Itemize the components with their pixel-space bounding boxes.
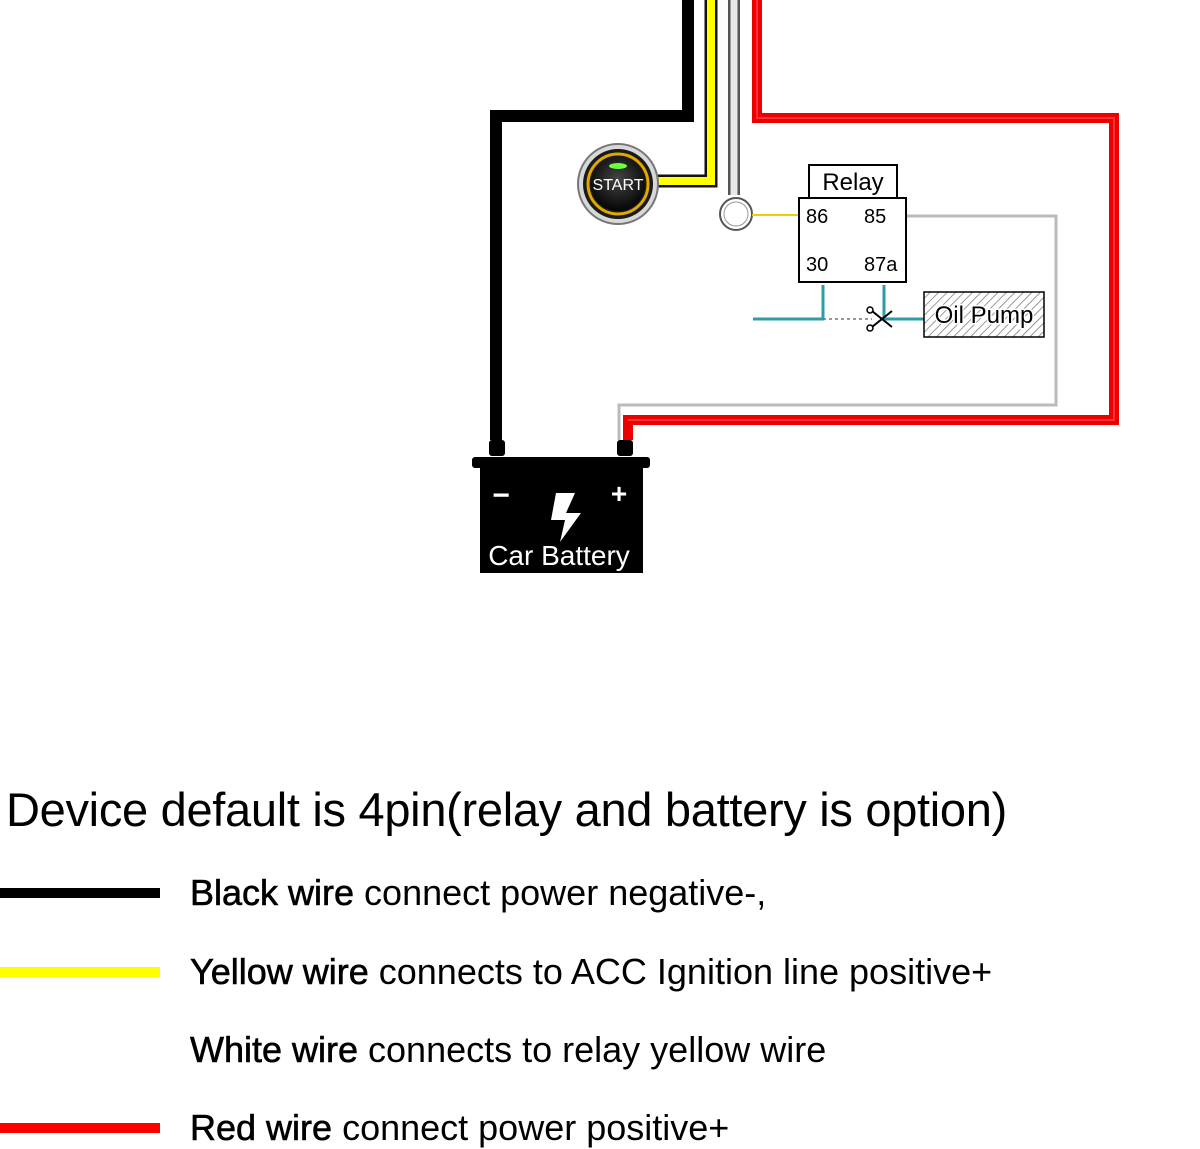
relay-pin-86: 86: [806, 206, 828, 228]
legend-swatch-white: [0, 1045, 160, 1055]
yellow-wire: [656, 0, 718, 188]
legend-wire-name: Black wire: [190, 872, 355, 914]
relay-pin-87a: 87a: [864, 254, 898, 276]
relay-title: Relay: [822, 169, 883, 196]
car-battery: − + Car Battery: [472, 440, 650, 573]
legend-description: connect power positive+: [332, 1107, 730, 1148]
legend-row-red: Red wire connect power positive+: [0, 1107, 1200, 1149]
legend-description: connect power negative-,: [354, 872, 767, 913]
legend-row-black: Black wire connect power negative-,: [0, 872, 1200, 914]
relay-pin-85: 85: [864, 206, 886, 228]
legend-text-yellow: Yellow wire connects to ACC Ignition lin…: [190, 951, 992, 993]
battery-positive-terminal: +: [611, 478, 627, 509]
legend-row-white: White wire connects to relay yellow wire: [0, 1029, 1200, 1071]
legend-swatch-yellow: [0, 967, 160, 977]
red-wire: [623, 0, 1119, 440]
black-wire: [490, 0, 694, 440]
legend-description: connects to ACC Ignition line positive+: [368, 951, 993, 992]
battery-negative-terminal: −: [492, 479, 510, 512]
legend-row-yellow: Yellow wire connects to ACC Ignition lin…: [0, 951, 1200, 993]
scissors-icon: [866, 306, 893, 332]
relay: Relay 86 85 30 87a: [798, 164, 907, 283]
start-button-icon: START: [577, 143, 659, 225]
legend-text-red: Red wire connect power positive+: [190, 1107, 730, 1149]
legend-description: connects to relay yellow wire: [358, 1029, 827, 1070]
ring-terminal-icon: [719, 197, 753, 231]
legend-swatch-black: [0, 888, 160, 898]
legend-wire-name: Red wire: [190, 1107, 333, 1149]
page-heading: Device default is 4pin(relay and battery…: [6, 783, 1007, 836]
battery-label: Car Battery: [488, 540, 630, 571]
legend-text-white: White wire connects to relay yellow wire: [190, 1029, 827, 1071]
wiring-diagram: START Relay 86 85 30 87a Oil Pump − + C: [472, 0, 1119, 573]
legend-wire-name: Yellow wire: [190, 951, 369, 993]
legend-text-black: Black wire connect power negative-,: [190, 872, 767, 914]
legend-swatch-red: [0, 1123, 160, 1133]
relay-85-return-wire: [617, 214, 1058, 440]
oil-pump-wiring: [753, 285, 924, 321]
relay-pin-30: 30: [806, 254, 828, 276]
oil-pump: Oil Pump: [923, 291, 1045, 338]
start-button-label: START: [593, 177, 644, 194]
legend-wire-name: White wire: [190, 1029, 359, 1071]
lightning-bolt-icon: [551, 493, 581, 542]
oil-pump-label: Oil Pump: [935, 302, 1034, 329]
